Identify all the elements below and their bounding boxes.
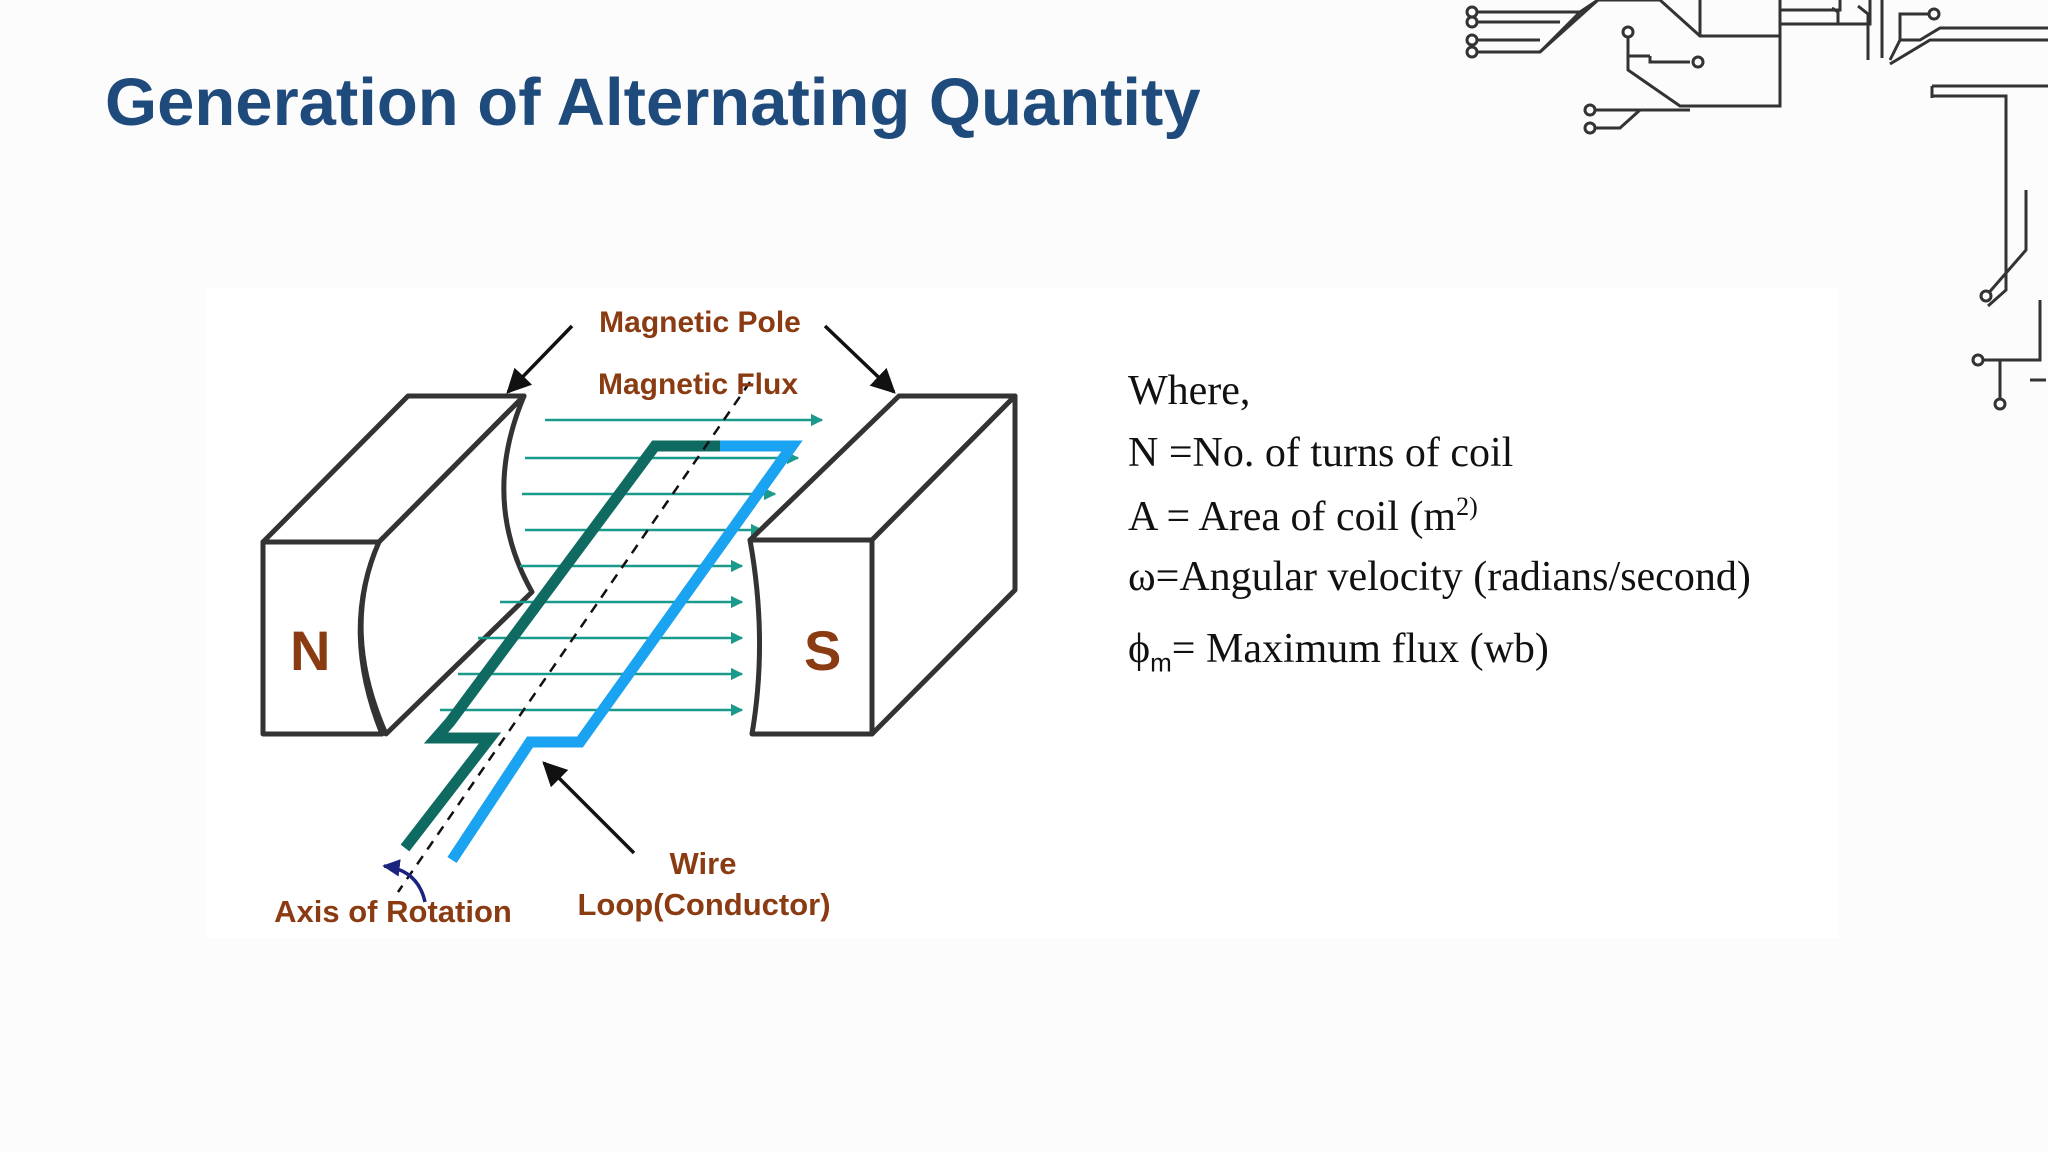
definition-a-superscript: 2) — [1456, 492, 1478, 521]
definition-n: N =No. of turns of coil — [1128, 430, 1514, 476]
loop-conductor-label: Loop(Conductor) — [577, 887, 830, 922]
wire-loop-light-side — [447, 440, 803, 864]
north-pole-label: N — [290, 619, 330, 682]
rotation-arrow-icon — [382, 859, 427, 903]
definition-phi: ϕm= Maximum flux (wb) — [1128, 628, 1549, 675]
pole-pointer-right — [823, 324, 896, 394]
wire-loop-dark-side — [400, 440, 720, 852]
definition-phi-text: = Maximum flux (wb) — [1171, 626, 1549, 672]
definition-a: A = Area of coil (m2) — [1128, 492, 1478, 540]
definition-a-text: A = Area of coil (m — [1128, 494, 1457, 540]
north-magnet — [260, 393, 535, 737]
south-magnet — [747, 393, 1018, 737]
definition-omega: ω=Angular velocity (radians/second) — [1128, 554, 1751, 600]
slide-title: Generation of Alternating Quantity — [105, 65, 1201, 140]
legend-heading: Where, — [1128, 368, 1251, 414]
phi-symbol: ϕ — [1128, 626, 1151, 672]
south-pole-label: S — [804, 619, 841, 682]
pole-pointer-left — [506, 324, 574, 394]
wire-label: Wire — [670, 846, 737, 881]
magnetic-pole-label: Magnetic Pole — [599, 306, 801, 339]
magnetic-flux-label: Magnetic Flux — [598, 368, 798, 401]
axis-of-rotation-label: Axis of Rotation — [274, 894, 512, 929]
rotation-axis-line — [396, 381, 752, 893]
wire-pointer — [542, 761, 636, 855]
phi-subscript: m — [1150, 647, 1172, 678]
